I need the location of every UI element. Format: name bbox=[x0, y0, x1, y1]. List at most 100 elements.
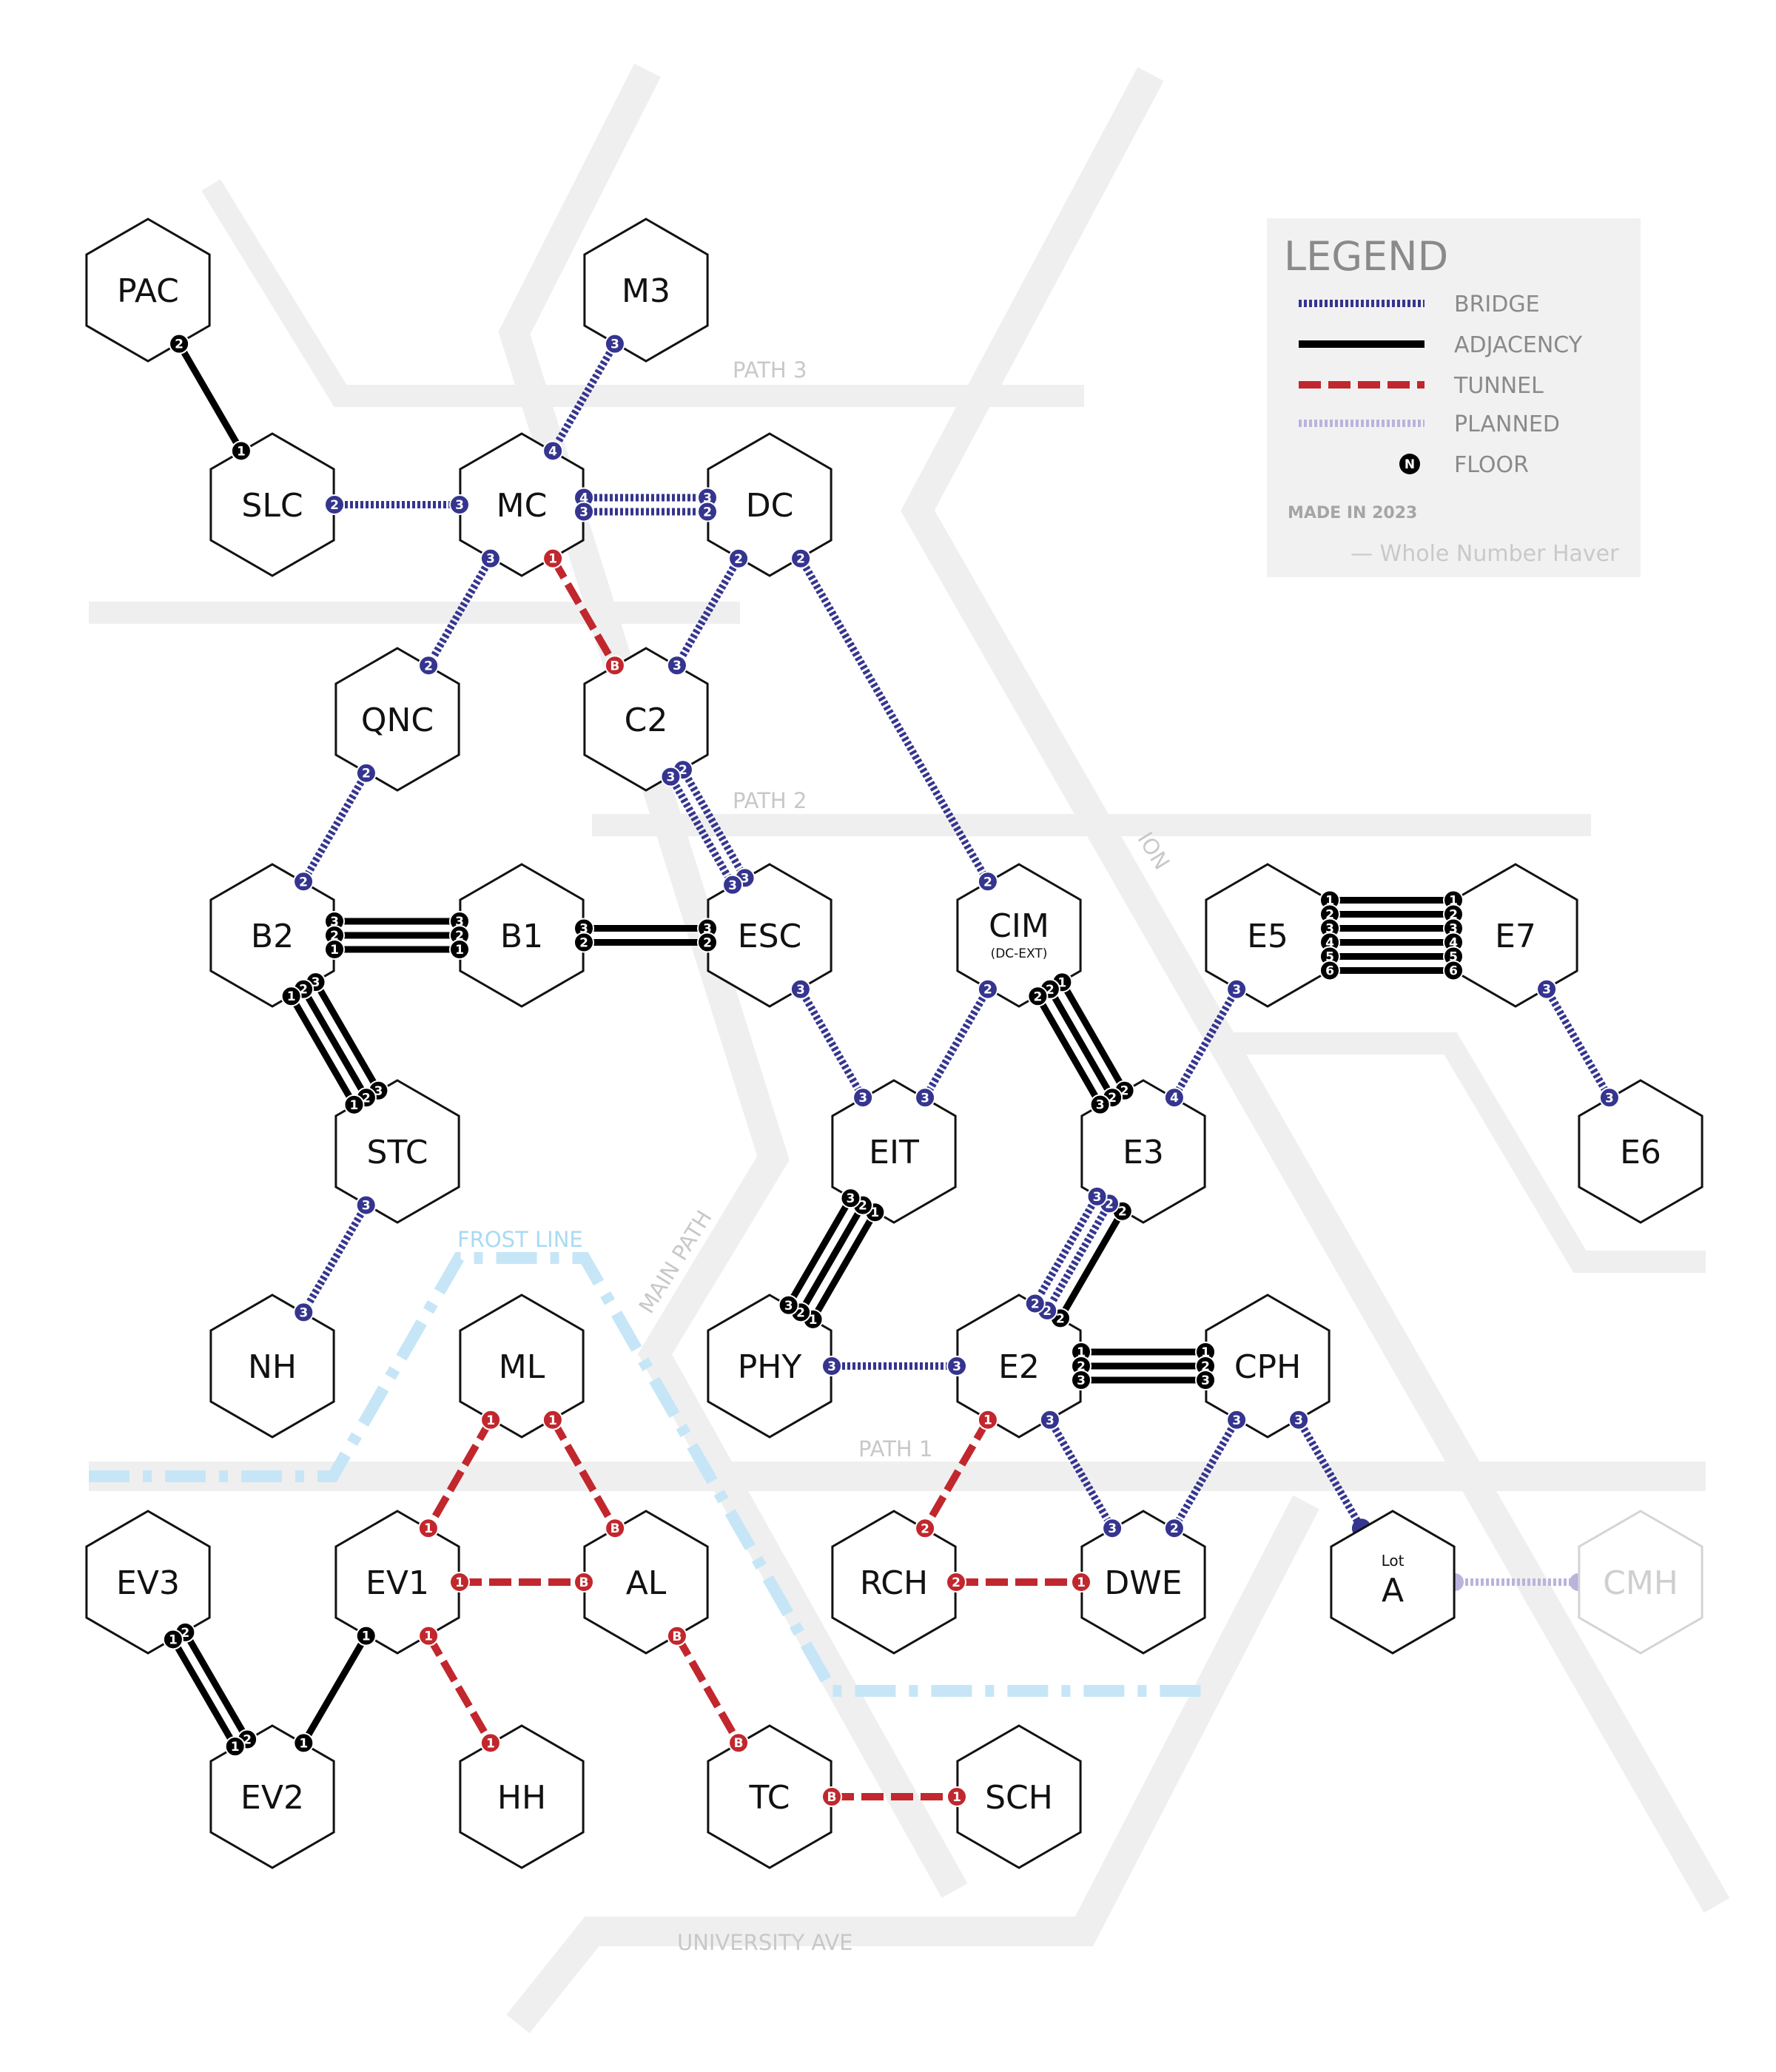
building-dwe[interactable]: DWE bbox=[1080, 1510, 1206, 1655]
floor-badge-circle bbox=[280, 986, 302, 1007]
floor-badge-circle bbox=[293, 1732, 314, 1754]
floor-badge-text: 1 bbox=[1201, 1345, 1210, 1360]
floor-badge-text: 1 bbox=[287, 989, 296, 1004]
building-hh[interactable]: HH bbox=[459, 1724, 585, 1869]
floor-badge-circle bbox=[915, 1087, 936, 1109]
building-label: DWE bbox=[1104, 1564, 1182, 1602]
floor-badge-text: 2 bbox=[1108, 1091, 1117, 1106]
floor-badge-text: 2 bbox=[330, 498, 339, 513]
floor-badge-circle bbox=[1163, 1518, 1185, 1539]
building-label: M3 bbox=[622, 272, 670, 310]
floor-badge-text: 3 bbox=[1232, 1413, 1241, 1428]
building-mc[interactable]: MC bbox=[459, 432, 585, 577]
floor-badge-SLC: 2 bbox=[324, 494, 345, 515]
floor-badge-circle bbox=[224, 1736, 246, 1758]
building-m3[interactable]: M3 bbox=[583, 218, 709, 363]
floor-badge-text: 4 bbox=[1170, 1091, 1179, 1106]
building-label: PHY bbox=[738, 1348, 802, 1386]
floor-badge-text: 1 bbox=[548, 552, 557, 567]
building-hexagon bbox=[583, 647, 709, 792]
building-pac[interactable]: PAC bbox=[85, 218, 211, 363]
floor-badge-circle bbox=[449, 1572, 470, 1592]
building-e7[interactable]: E7 bbox=[1453, 863, 1578, 1008]
floor-badge-text: 5 bbox=[1325, 950, 1334, 965]
building-e2[interactable]: E2 bbox=[956, 1294, 1082, 1439]
building-label: B2 bbox=[251, 918, 294, 955]
building-phy[interactable]: PHY bbox=[707, 1294, 832, 1439]
floor-badge-STC: 3 bbox=[355, 1194, 377, 1216]
building-ev3[interactable]: EV3 bbox=[85, 1510, 211, 1655]
floor-badge-RCH: 2 bbox=[946, 1572, 966, 1592]
floor-badge-text: 2 bbox=[796, 1305, 805, 1320]
connection-E2-DWE-bridge bbox=[1046, 1418, 1116, 1530]
connection-ML-AL-tunnel bbox=[549, 1418, 619, 1530]
floor-badge-text: 1 bbox=[455, 943, 464, 958]
building-eit[interactable]: EIT bbox=[831, 1079, 957, 1224]
building-label: CIM bbox=[989, 907, 1049, 945]
floor-badge-TC: B bbox=[728, 1732, 750, 1754]
floor-badge-circle bbox=[977, 1409, 998, 1430]
floor-badge-text: 3 bbox=[1077, 1373, 1086, 1388]
floor-badge-circle bbox=[169, 333, 190, 354]
floor-badge-DC: 2 bbox=[697, 501, 718, 522]
building-ev2[interactable]: EV2 bbox=[209, 1724, 335, 1869]
connection-B1-ESC-adjacency bbox=[584, 925, 707, 946]
building-cph[interactable]: CPH bbox=[1205, 1294, 1331, 1439]
building-cmh[interactable]: CMH bbox=[1578, 1510, 1703, 1655]
connection-line bbox=[549, 1418, 619, 1530]
connection-line bbox=[667, 775, 736, 887]
building-hexagon bbox=[334, 1510, 460, 1655]
building-ev1[interactable]: EV1 bbox=[334, 1510, 460, 1655]
building-ml[interactable]: ML bbox=[459, 1294, 585, 1439]
floor-badge-circle bbox=[1163, 1087, 1185, 1109]
building-hexagon bbox=[707, 1294, 832, 1439]
building-dc[interactable]: DC bbox=[707, 432, 832, 577]
building-hexagon bbox=[831, 1079, 957, 1224]
building-e3[interactable]: E3 bbox=[1080, 1079, 1206, 1224]
floor-badge-circle bbox=[1319, 960, 1340, 981]
building-cim[interactable]: CIM(DC-EXT) bbox=[956, 863, 1082, 1008]
building-b1[interactable]: B1 bbox=[459, 863, 585, 1008]
building-rch[interactable]: RCH bbox=[831, 1510, 957, 1655]
floor-badge-circle bbox=[574, 932, 594, 953]
connection-QNC-B2-bridge bbox=[300, 771, 370, 884]
frost-line-label: FROST LINE bbox=[457, 1227, 583, 1252]
building-e5[interactable]: E5 bbox=[1205, 863, 1331, 1008]
floor-badge-text: 2 bbox=[362, 767, 371, 781]
building-al[interactable]: AL bbox=[583, 1510, 709, 1655]
connection-CIM-EIT-bridge bbox=[921, 987, 992, 1100]
floor-badge-B2: 1 bbox=[280, 986, 302, 1007]
building-stc[interactable]: STC bbox=[334, 1079, 460, 1224]
floor-badge-circle bbox=[604, 333, 625, 354]
connection-line bbox=[798, 1203, 866, 1314]
floor-badge-MC: 1 bbox=[542, 548, 564, 569]
floor-badge-B2: 2 bbox=[293, 871, 314, 892]
floor-badge-circle bbox=[417, 1518, 439, 1539]
building-slc[interactable]: SLC bbox=[209, 432, 335, 577]
floor-badge-circle bbox=[1086, 1185, 1108, 1207]
floor-badge-circle bbox=[542, 548, 564, 569]
building-nh[interactable]: NH bbox=[209, 1294, 335, 1439]
floor-badge-circle bbox=[790, 548, 812, 569]
floor-badge-EV2: 1 bbox=[293, 1732, 314, 1754]
building-tc[interactable]: TC bbox=[707, 1724, 832, 1869]
floor-badge-text: B bbox=[672, 1629, 682, 1644]
building-b2[interactable]: B2 bbox=[209, 863, 335, 1008]
building-sch[interactable]: SCH bbox=[956, 1724, 1082, 1869]
building-qnc[interactable]: QNC bbox=[334, 647, 460, 792]
connection-E2-CPH-adjacency bbox=[1081, 1348, 1205, 1384]
connection-layer bbox=[169, 342, 1613, 1800]
floor-badge-text: 1 bbox=[231, 1740, 240, 1755]
floor-badge-circle bbox=[542, 1409, 563, 1430]
floor-badge-text: 2 bbox=[299, 983, 308, 998]
floor-badge-circle bbox=[660, 766, 682, 787]
building-esc[interactable]: ESC bbox=[707, 863, 832, 1008]
building-c2[interactable]: C2 bbox=[583, 647, 709, 792]
floor-badge-text: 3 bbox=[703, 922, 712, 937]
connection-line bbox=[679, 767, 748, 880]
building-e6[interactable]: E6 bbox=[1578, 1079, 1703, 1224]
floor-badge-PAC: 2 bbox=[169, 333, 190, 354]
floor-badge-circle bbox=[840, 1188, 861, 1209]
legend-planned-label: PLANNED bbox=[1454, 411, 1560, 437]
